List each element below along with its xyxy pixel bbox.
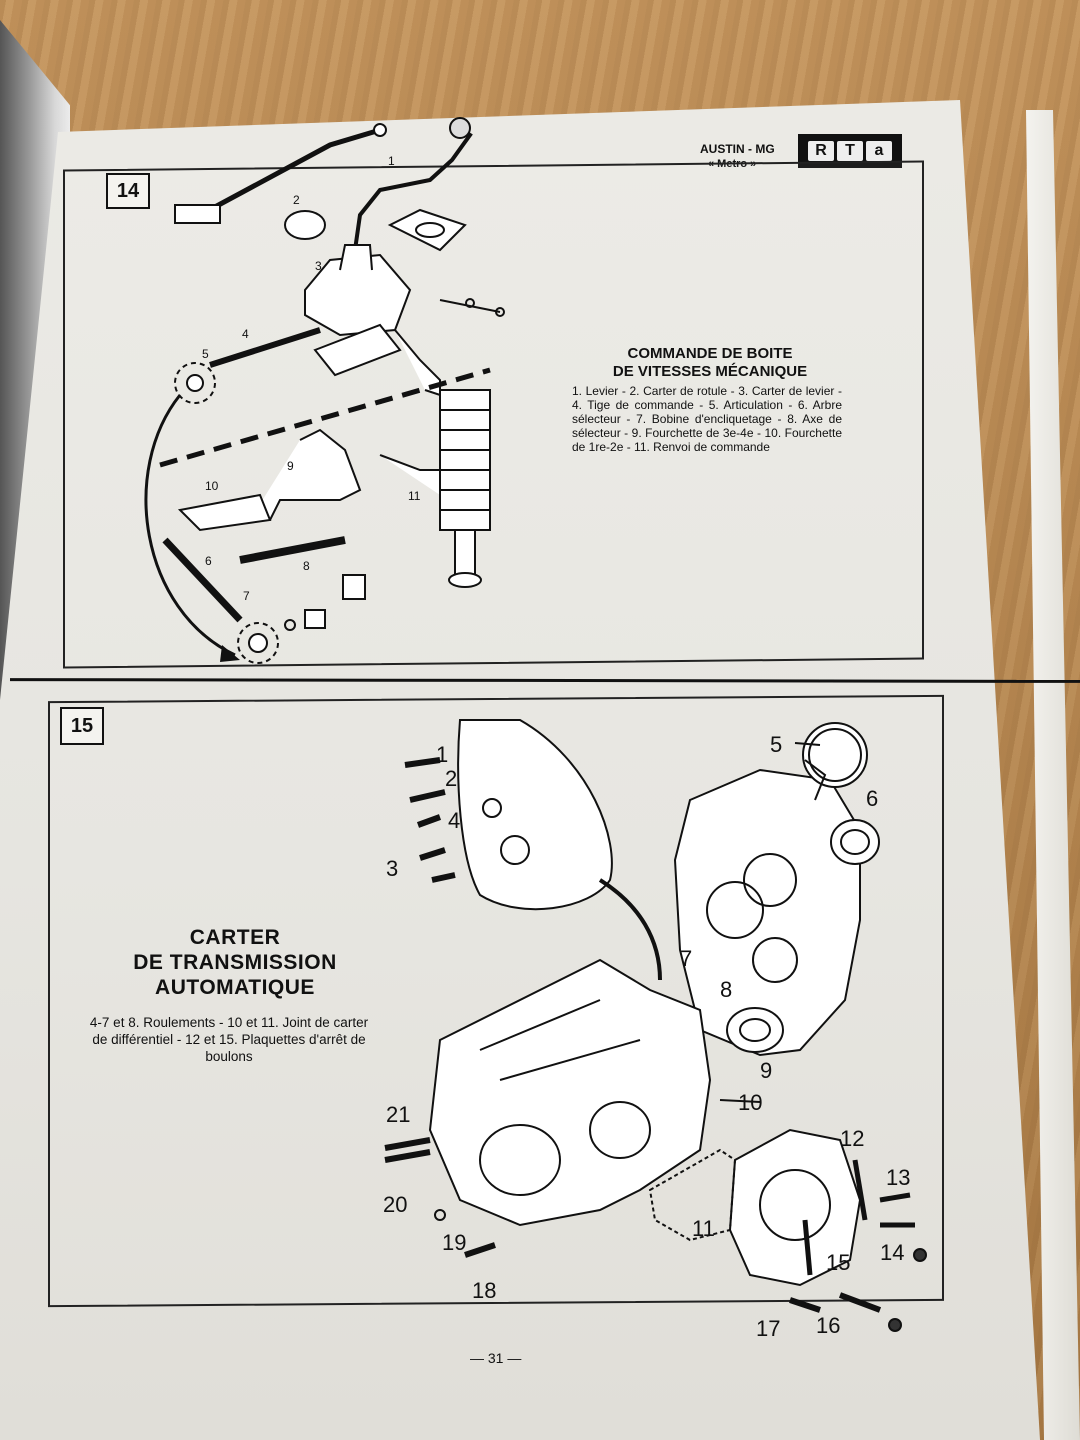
logo-letter-r: R [808,141,834,161]
figure-15-title-line-3: AUTOMATIQUE [155,976,315,999]
figure-15-number: 15 [60,707,104,745]
callout-15-7: 7 [680,946,692,971]
callout-15-15: 15 [826,1250,850,1275]
figure-14-caption: 1. Levier - 2. Carter de rotule - 3. Car… [572,384,842,454]
callout-15-10: 10 [738,1090,762,1115]
callout-15-1: 1 [436,742,448,767]
callout-15-13: 13 [886,1165,910,1190]
callout-14-5: 5 [202,347,209,361]
callout-14-7: 7 [243,589,250,603]
callout-15-2: 2 [445,766,457,791]
figure-15-caption: 4-7 et 8. Roulements - 10 et 11. Joint d… [89,1015,369,1064]
callout-15-20: 20 [383,1192,407,1217]
callout-15-12: 12 [840,1126,864,1151]
callout-15-16: 16 [816,1313,840,1338]
callout-15-4: 4 [448,808,460,833]
callout-14-10: 10 [205,479,219,493]
callout-15-3: 3 [386,856,398,881]
callout-14-8: 8 [303,559,310,573]
figure-14-number: 14 [106,173,150,209]
logo-letter-t: T [837,141,863,161]
callout-14-3: 3 [315,259,322,273]
page-number: — 31 — [470,1350,522,1366]
callout-14-11: 11 [408,489,421,503]
figure-15-title: CARTER DE TRANSMISSION AUTOMATIQUE [90,925,380,1000]
callout-14-1: 1 [388,154,395,168]
callout-15-6: 6 [866,786,878,811]
callout-15-8: 8 [720,977,732,1002]
logo-letter-a: a [866,141,892,161]
callout-15-18: 18 [472,1278,496,1303]
callout-14-4: 4 [242,327,249,341]
figure-14-title: COMMANDE DE BOITE DE VITESSES MÉCANIQUE [560,345,860,381]
model-name: « Metro » [708,158,757,170]
figure-15-title-line-2: DE TRANSMISSION [133,951,337,974]
callout-14-6: 6 [205,554,212,568]
figure-15-title-line-1: CARTER [189,926,281,949]
callout-15-5: 5 [770,732,782,757]
figure-14-title-line-1: COMMANDE DE BOITE [627,345,793,362]
callout-14-2: 2 [293,193,300,207]
callout-14-9: 9 [287,459,294,473]
figure-14-title-line-2: DE VITESSES MÉCANIQUE [612,363,808,380]
rta-logo: R T a [798,134,902,168]
callout-15-9: 9 [760,1058,772,1083]
page-header: AUSTIN - MG « Metro » R T a [700,134,902,182]
callout-15-19: 19 [442,1230,466,1255]
callout-15-11: 11 [692,1216,715,1241]
callout-15-17: 17 [756,1316,780,1341]
callout-15-14: 14 [880,1240,904,1265]
callout-15-21: 21 [386,1102,410,1127]
brand-name: AUSTIN - MG [700,142,775,156]
